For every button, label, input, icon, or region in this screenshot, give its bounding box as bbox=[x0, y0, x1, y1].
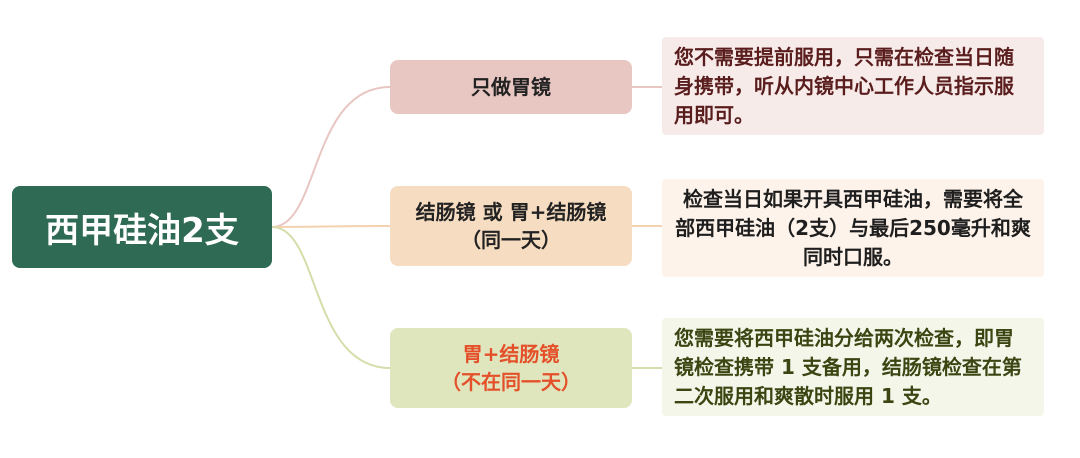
note-colonoscopy-same-day: 检查当日如果开具西甲硅油，需要将全部西甲硅油（2支）与最后250毫升和爽同时口服… bbox=[662, 179, 1044, 277]
branch-3-sublabel: （不在同一天） bbox=[441, 370, 581, 394]
branch-node-gastroscopy-only: 只做胃镜 bbox=[390, 60, 632, 114]
branch-2-label: 结肠镜 或 胃+结肠镜 bbox=[415, 200, 607, 224]
connector-root-to-branch-1 bbox=[271, 86, 391, 228]
root-label: 西甲硅油2支 bbox=[45, 210, 239, 251]
note-2-text: 检查当日如果开具西甲硅油，需要将全部西甲硅油（2支）与最后250毫升和爽同时口服… bbox=[675, 187, 1031, 269]
note-3-text: 您需要将西甲硅油分给两次检查，即胃镜检查携带 1 支备用，结肠镜检查在第二次服用… bbox=[674, 326, 1022, 408]
branch-node-colonoscopy-same-day: 结肠镜 或 胃+结肠镜 （同一天） bbox=[390, 186, 632, 266]
branch-2-sublabel: （同一天） bbox=[461, 228, 561, 252]
note-1-text: 您不需要提前服用，只需在检查当日随身携带，听从内镜中心工作人员指示服用即可。 bbox=[674, 45, 1014, 127]
branch-node-different-days: 胃+结肠镜 （不在同一天） bbox=[390, 328, 632, 408]
connector-root-to-branch-3 bbox=[271, 226, 391, 369]
note-gastroscopy-only: 您不需要提前服用，只需在检查当日随身携带，听从内镜中心工作人员指示服用即可。 bbox=[662, 37, 1044, 135]
root-node: 西甲硅油2支 bbox=[12, 186, 272, 268]
note-different-days: 您需要将西甲硅油分给两次检查，即胃镜检查携带 1 支备用，结肠镜检查在第二次服用… bbox=[662, 318, 1044, 416]
branch-3-label: 胃+结肠镜 bbox=[462, 342, 560, 366]
connector-root-to-branch-2 bbox=[271, 225, 391, 228]
branch-1-label: 只做胃镜 bbox=[471, 75, 551, 99]
